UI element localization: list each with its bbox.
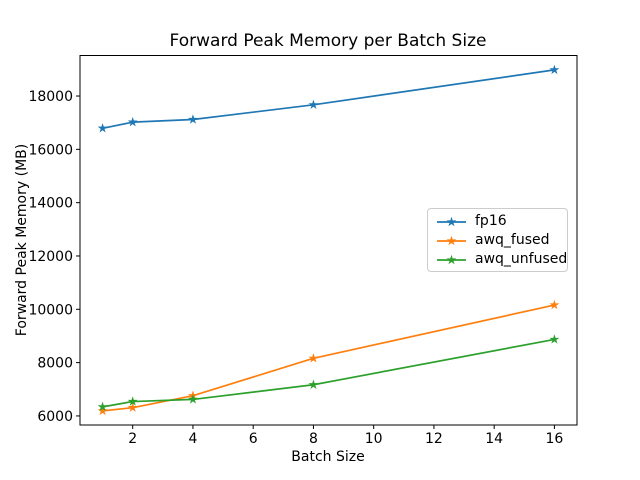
legend-item-awq-unfused: awq_unfused bbox=[428, 250, 567, 269]
x-tick-label: 16 bbox=[545, 431, 563, 447]
x-tick-label: 14 bbox=[485, 431, 503, 447]
data-point-marker-awq_unfused bbox=[188, 394, 198, 404]
y-tick-label: 10000 bbox=[28, 302, 73, 318]
data-point-marker-awq_fused bbox=[549, 299, 560, 310]
legend-label: fp16 bbox=[475, 212, 507, 229]
data-point-marker-fp16 bbox=[549, 64, 560, 75]
y-axis-label: Forward Peak Memory (MB) bbox=[14, 143, 30, 337]
legend-item-awq-fused: awq_fused bbox=[428, 230, 567, 249]
legend-line-sample-fp16 bbox=[436, 214, 467, 228]
x-tick-label: 2 bbox=[128, 431, 137, 447]
y-tick-label: 12000 bbox=[28, 249, 73, 265]
x-axis-label: Batch Size bbox=[291, 449, 365, 465]
data-point-marker-awq_fused bbox=[127, 402, 138, 412]
data-point-marker-awq_unfused bbox=[308, 379, 319, 389]
legend: fp16 awq_fused awq_unfused bbox=[427, 208, 568, 272]
data-point-marker-awq_fused bbox=[308, 353, 319, 363]
data-point-marker-fp16 bbox=[308, 99, 319, 110]
chart-title: Forward Peak Memory per Batch Size bbox=[169, 31, 487, 51]
data-point-marker-awq_unfused bbox=[549, 334, 560, 344]
x-tick-label: 12 bbox=[425, 431, 443, 447]
data-point-marker-fp16 bbox=[188, 114, 198, 124]
x-tick-label: 10 bbox=[365, 431, 383, 447]
y-tick-label: 16000 bbox=[28, 142, 73, 158]
data-point-marker-awq_unfused bbox=[127, 396, 138, 406]
data-point-marker-awq_fused bbox=[97, 405, 108, 416]
legend-line-sample-awq-fused bbox=[436, 233, 467, 247]
legend-item-fp16: fp16 bbox=[428, 211, 567, 230]
data-point-marker-fp16 bbox=[127, 116, 138, 127]
y-tick-label: 8000 bbox=[37, 356, 73, 372]
x-tick-label: 6 bbox=[249, 431, 258, 447]
data-point-marker-awq_unfused bbox=[97, 401, 108, 412]
legend-label: awq_unfused bbox=[475, 251, 568, 268]
legend-line-sample-awq-unfused bbox=[436, 252, 467, 266]
y-tick-label: 18000 bbox=[28, 89, 73, 105]
y-tick-label: 14000 bbox=[28, 196, 73, 212]
y-tick-label: 6000 bbox=[37, 409, 73, 425]
legend-label: awq_fused bbox=[475, 231, 550, 248]
x-tick-label: 4 bbox=[188, 431, 197, 447]
x-tick-label: 8 bbox=[309, 431, 318, 447]
data-point-marker-fp16 bbox=[97, 123, 108, 133]
